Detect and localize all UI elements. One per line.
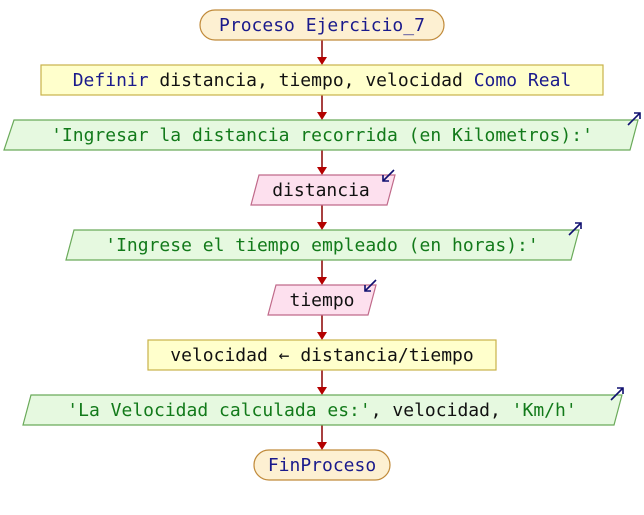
output-node-2[interactable]: 'Ingrese el tiempo empleado (en horas):' [65,222,582,261]
end-terminal-shape [253,449,391,481]
input-1-var: distancia [272,180,370,201]
output-2-text: 'Ingrese el tiempo empleado (en horas):' [105,235,538,256]
define-node[interactable]: Definir distancia, tiempo, velocidad Com… [40,64,604,96]
define-keyword: Definir [73,70,149,91]
assign-node[interactable]: velocidad ← distancia/tiempo [147,339,497,371]
end-node[interactable]: FinProceso [253,449,391,481]
start-node[interactable]: Proceso Ejercicio_7 [199,9,445,41]
output-3-var: velocidad [392,400,490,421]
start-terminal-shape [199,9,445,41]
arrowhead-3 [317,167,327,175]
input-arrow-icon [382,169,395,182]
start-keyword: Proceso [219,15,295,36]
input-node-2[interactable]: tiempo [267,279,377,316]
arrowhead-6 [317,332,327,340]
output-1-text: 'Ingresar la distancia recorrida (en Kil… [51,125,593,146]
output-arrow-icon [568,222,582,236]
output-3-sep-2: , [490,400,512,421]
output-2-shape [65,229,580,261]
arrowhead-7 [317,387,327,395]
output-3-shape [22,394,623,426]
type-keyword: Real [528,70,571,91]
input-2-var: tiempo [289,290,354,311]
end-label: FinProceso [268,455,376,476]
output-node-1[interactable]: 'Ingresar la distancia recorrida (en Kil… [3,112,641,151]
output-node-3[interactable]: 'La Velocidad calculada es:', velocidad,… [22,387,624,426]
connectors [317,40,327,450]
define-label: Definir distancia, tiempo, velocidad Com… [73,70,572,91]
arrowhead-5 [317,277,327,285]
output-arrow-icon [610,387,624,401]
define-vars: distancia, tiempo, velocidad [159,70,462,91]
process-name: Ejercicio_7 [306,15,425,36]
arrowhead-1 [317,57,327,65]
arrowhead-2 [317,112,327,120]
output-3-text: 'La Velocidad calculada es:', velocidad,… [67,400,576,421]
input-1-shape [250,174,396,206]
define-process-shape [40,64,604,96]
input-node-1[interactable]: distancia [250,169,396,206]
output-3-string-1: 'La Velocidad calculada es:' [67,400,370,421]
arrowhead-4 [317,222,327,230]
output-3-sep-1: , [371,400,393,421]
como-keyword: Como [474,70,517,91]
assign-process-shape [147,339,497,371]
assign-text: velocidad ← distancia/tiempo [170,345,473,366]
arrowhead-8 [317,442,327,450]
start-label: Proceso Ejercicio_7 [219,15,425,36]
output-1-shape [3,119,639,151]
output-3-string-2: 'Km/h' [512,400,577,421]
input-2-shape [267,284,377,316]
output-arrow-icon [627,112,641,126]
input-arrow-icon [364,279,377,292]
